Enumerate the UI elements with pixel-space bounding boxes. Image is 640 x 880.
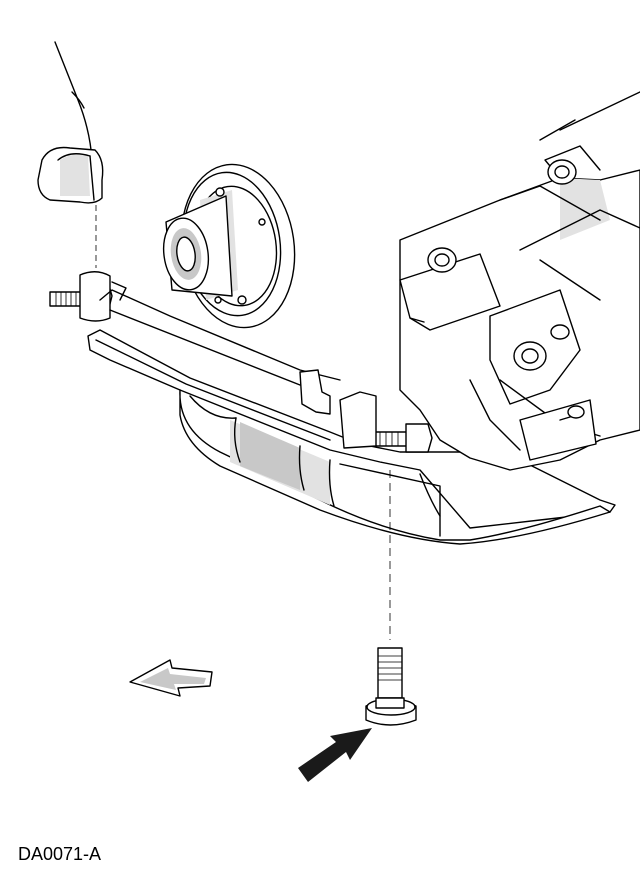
oil-pan-body (179, 389, 611, 545)
crankshaft-pulley (162, 163, 296, 329)
transmission-bolt-small (550, 324, 585, 419)
transmission-housing (399, 91, 640, 471)
transmission-bolt-mid (427, 247, 457, 273)
transmission-bolt-upper (547, 159, 577, 185)
left-stud (49, 271, 113, 322)
right-stud (339, 391, 433, 453)
engine-mount-boss (37, 146, 104, 204)
figure-id-label: DA0071-A (18, 844, 102, 864)
direction-arrow-icon (129, 659, 213, 697)
callout-arrow-icon (298, 728, 372, 782)
oil-pan-flange (87, 329, 616, 529)
engine-block-edge (54, 41, 93, 161)
cover-bracket (299, 369, 331, 415)
transmission-bolt-lower (513, 341, 547, 371)
oil-pan-bolt (365, 647, 417, 726)
